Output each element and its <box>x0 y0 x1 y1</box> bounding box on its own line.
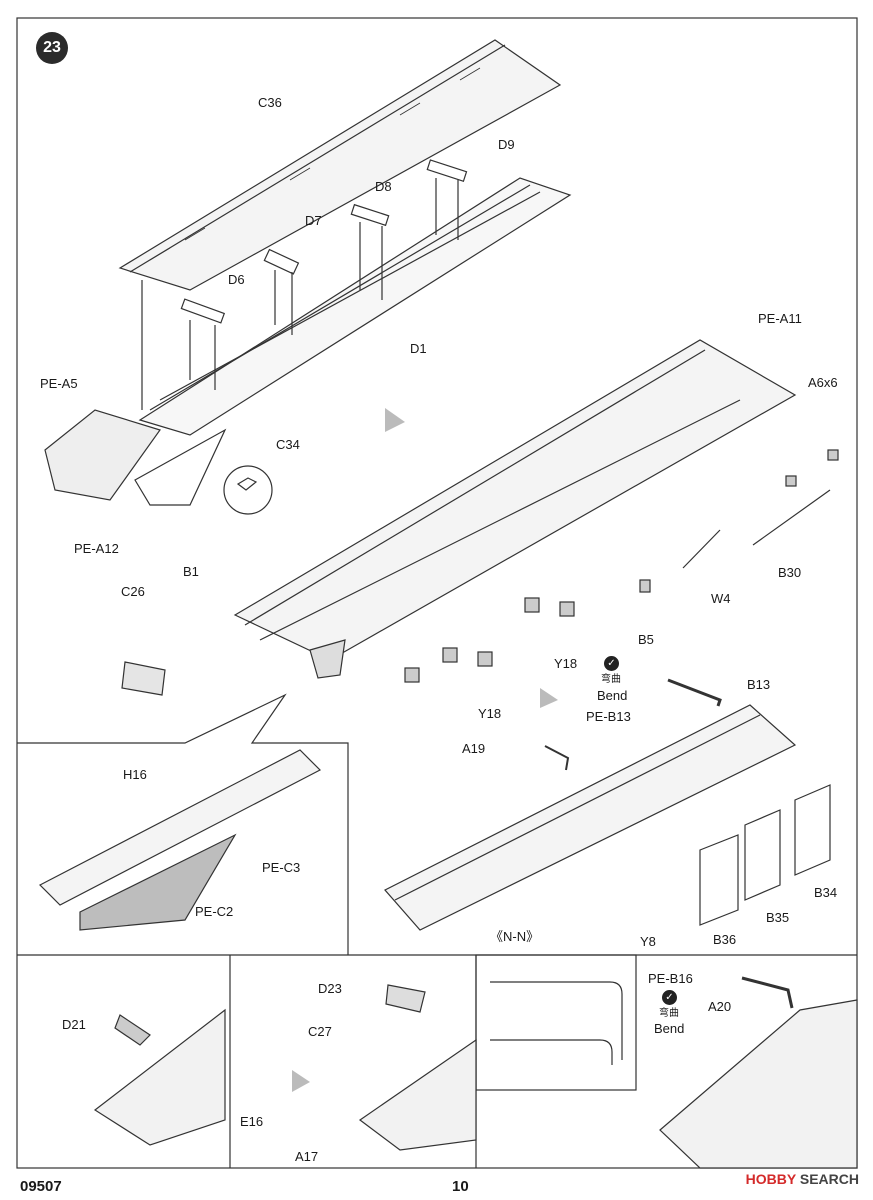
label-d21: D21 <box>62 1017 86 1032</box>
label-b5: B5 <box>638 632 654 647</box>
part-d6 <box>180 298 226 324</box>
label-pe-a11: PE-A11 <box>758 311 802 326</box>
part-c26 <box>121 661 166 696</box>
label-c36: C36 <box>258 95 282 110</box>
lower-deck-assembly <box>384 704 797 931</box>
front-nose-part <box>44 409 161 501</box>
label-y18-upper: Y18 <box>554 656 578 671</box>
page-frame <box>16 17 858 1169</box>
watermark-rest: SEARCH <box>799 1171 859 1187</box>
part-d7 <box>263 248 300 275</box>
watermark-brand: HOBBY <box>745 1171 796 1187</box>
bend-icon: ✓ <box>604 656 619 671</box>
detail-inset-box <box>17 693 349 955</box>
upper-deck-part <box>118 39 562 291</box>
label-h16: H16 <box>123 767 147 782</box>
bend-label-en-2: Bend <box>654 1021 685 1036</box>
label-b13: B13 <box>747 677 771 692</box>
watermark: HOBBY SEARCH <box>746 1171 859 1187</box>
part-d8 <box>350 203 390 227</box>
label-pe-c3: PE-C3 <box>262 860 301 875</box>
bend-label-en: Bend <box>597 688 628 703</box>
label-y18-lower: Y18 <box>478 706 502 721</box>
part-d9 <box>426 159 468 183</box>
label-a20: A20 <box>708 999 732 1014</box>
label-a19: A19 <box>462 741 486 756</box>
label-pe-a12: PE-A12 <box>74 541 119 556</box>
main-deck-assembly <box>233 339 797 661</box>
label-b34: B34 <box>814 885 838 900</box>
label-pe-b13: PE-B13 <box>586 709 631 724</box>
label-a6x6: A6x6 <box>808 375 838 390</box>
label-w4: W4 <box>711 591 731 606</box>
label-d9: D9 <box>498 137 515 152</box>
label-a17: A17 <box>295 1149 319 1164</box>
detail-d23-view <box>358 1038 477 1151</box>
label-e16: E16 <box>240 1114 264 1129</box>
label-d8: D8 <box>375 179 392 194</box>
detail-a20-view <box>659 999 858 1169</box>
label-c26: C26 <box>121 584 145 599</box>
label-y8: Y8 <box>640 934 656 949</box>
part-pe-c2 <box>79 833 237 931</box>
label-d7: D7 <box>305 213 322 228</box>
label-c27: C27 <box>308 1024 332 1039</box>
part-c34 <box>134 428 227 506</box>
label-pe-a5: PE-A5 <box>40 376 78 391</box>
detail-d21-view <box>93 1008 226 1146</box>
label-b1: B1 <box>183 564 199 579</box>
step-number-badge: 23 <box>36 32 68 64</box>
label-c34: C34 <box>276 437 300 452</box>
label-pe-b16: PE-B16 <box>648 971 693 986</box>
label-d6: D6 <box>228 272 245 287</box>
footer-kit-code: 09507 <box>20 1178 62 1195</box>
lower-rail-part <box>138 177 572 436</box>
label-b36: B36 <box>713 932 737 947</box>
label-b35: B35 <box>766 910 790 925</box>
label-d1: D1 <box>410 341 427 356</box>
label-section-nn: 《N-N》 <box>490 929 540 944</box>
footer-page-number: 10 <box>452 1178 469 1195</box>
label-d23: D23 <box>318 981 342 996</box>
bend-label-cn: 弯曲 <box>601 674 621 685</box>
pipe-inset-box <box>475 954 637 1091</box>
bend-label-cn-2: 弯曲 <box>659 1008 679 1019</box>
bend-icon-2: ✓ <box>662 990 677 1005</box>
label-b30: B30 <box>778 565 802 580</box>
label-pe-c2: PE-C2 <box>195 904 234 919</box>
